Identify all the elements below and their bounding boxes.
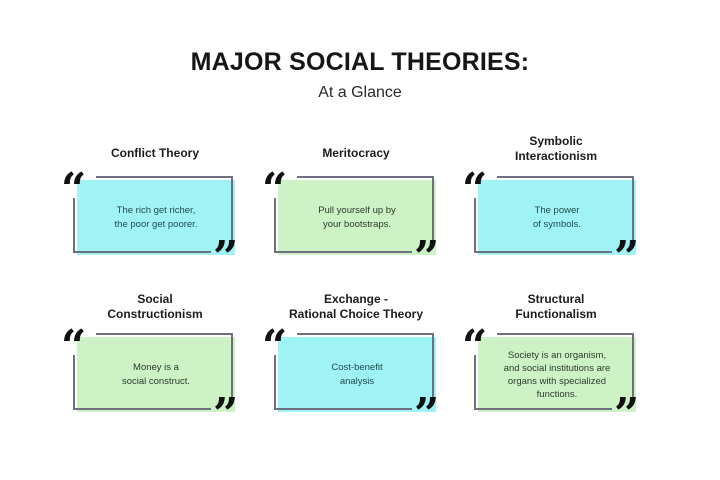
card-border-bottom <box>474 251 612 253</box>
theory-card-social-constructionism: Social Constructionism “ ” Money is a so… <box>55 292 255 450</box>
quote-line: functions. <box>536 388 578 400</box>
card-border-left <box>274 355 276 409</box>
card-quote-text: Cost-benefit analysis <box>278 337 436 412</box>
card-fill <box>478 337 636 412</box>
quote-line: the poor get poorer. <box>114 218 198 230</box>
quote-line: Money is a <box>133 361 179 373</box>
card-title-line: Functionalism <box>515 307 597 321</box>
card-quote-text: The power of symbols. <box>478 180 636 255</box>
card-border-bottom <box>474 408 612 410</box>
card-border-right <box>231 333 233 397</box>
close-quote-icon: ” <box>213 232 238 283</box>
card-border-bottom <box>73 251 211 253</box>
card-title: Meritocracy <box>256 146 456 161</box>
quote-line: Society is an organism, <box>507 349 607 361</box>
open-quote-icon: “ <box>462 321 487 372</box>
card-fill <box>77 337 235 412</box>
card-quote-text: The rich get richer, the poor get poorer… <box>77 180 235 255</box>
card-title: Social Constructionism <box>55 292 255 322</box>
quote-line: social construct. <box>121 375 191 387</box>
card-title-line: Symbolic <box>529 134 583 148</box>
card-border-top <box>297 333 434 335</box>
quote-line: Pull yourself up by <box>318 204 396 216</box>
theory-card-conflict-theory: Conflict Theory “ ” The rich get richer,… <box>55 140 255 290</box>
close-quote-icon: ” <box>614 232 639 283</box>
card-fill <box>278 180 436 255</box>
card-border-left <box>274 198 276 252</box>
close-quote-icon: ” <box>414 232 439 283</box>
theory-card-exchange-rational-choice: Exchange - Rational Choice Theory “ ” Co… <box>256 292 456 450</box>
card-border-top <box>497 333 634 335</box>
card-border-right <box>432 176 434 240</box>
theory-card-structural-functionalism: Structural Functionalism “ ” Society is … <box>456 292 656 450</box>
close-quote-icon: ” <box>213 389 238 440</box>
open-quote-icon: “ <box>61 321 86 372</box>
card-title-line: Structural <box>527 292 585 306</box>
card-border-left <box>73 198 75 252</box>
card-title: Symbolic Interactionism <box>456 134 656 164</box>
quote-line: organs with specialized <box>507 375 607 387</box>
card-quote-text: Money is a social construct. <box>77 337 235 412</box>
quote-line: your bootstraps. <box>322 218 392 230</box>
card-border-top <box>297 176 434 178</box>
page-title: MAJOR SOCIAL THEORIES: <box>190 48 530 76</box>
card-title-text: Conflict Theory <box>110 146 199 160</box>
card-title: Structural Functionalism <box>456 292 656 322</box>
card-border-top <box>96 176 233 178</box>
theory-card-meritocracy: Meritocracy “ ” Pull yourself up by your… <box>256 140 456 290</box>
quote-line: of symbols. <box>532 218 582 230</box>
card-title-line: Interactionism <box>514 149 598 163</box>
card-border-top <box>96 333 233 335</box>
close-quote-icon: ” <box>614 389 639 440</box>
card-title-line: Rational Choice Theory <box>288 307 424 321</box>
card-border-bottom <box>274 408 412 410</box>
card-fill <box>278 337 436 412</box>
card-quote-text: Pull yourself up by your bootstraps. <box>278 180 436 255</box>
card-border-left <box>73 355 75 409</box>
card-border-right <box>632 176 634 240</box>
quote-line: The rich get richer, <box>116 204 196 216</box>
card-border-right <box>231 176 233 240</box>
quote-line: Cost-benefit <box>331 361 383 373</box>
card-fill <box>478 180 636 255</box>
card-border-right <box>432 333 434 397</box>
card-border-left <box>474 198 476 252</box>
open-quote-icon: “ <box>462 164 487 215</box>
quote-line: analysis <box>339 375 375 387</box>
quote-line: and social institutions are <box>503 362 611 374</box>
card-title-line: Exchange - <box>323 292 389 306</box>
card-border-right <box>632 333 634 397</box>
theory-card-symbolic-interactionism: Symbolic Interactionism “ ” The power of… <box>456 134 656 290</box>
card-border-top <box>497 176 634 178</box>
page-subtitle: At a Glance <box>318 84 402 101</box>
card-border-left <box>474 355 476 409</box>
card-quote-text: Society is an organism, and social insti… <box>478 337 636 412</box>
card-title: Conflict Theory <box>55 146 255 161</box>
close-quote-icon: ” <box>414 389 439 440</box>
open-quote-icon: “ <box>61 164 86 215</box>
card-title-line: Social <box>137 292 173 306</box>
open-quote-icon: “ <box>262 321 287 372</box>
quote-line: The power <box>534 204 580 216</box>
card-border-bottom <box>274 251 412 253</box>
card-fill <box>77 180 235 255</box>
card-title-text: Meritocracy <box>322 146 390 160</box>
card-border-bottom <box>73 408 211 410</box>
card-title: Exchange - Rational Choice Theory <box>256 292 456 322</box>
card-title-line: Constructionism <box>107 307 203 321</box>
open-quote-icon: “ <box>262 164 287 215</box>
